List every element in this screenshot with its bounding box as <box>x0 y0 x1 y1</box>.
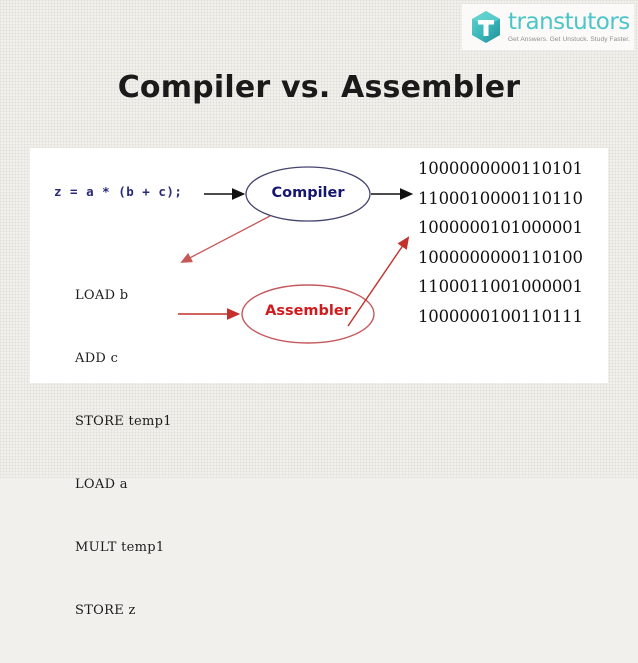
logo-tagline: Get Answers. Get Unstuck. Study Faster. <box>508 35 631 43</box>
page-title: Compiler vs. Assembler <box>117 70 521 105</box>
brand-logo: transtutors Get Answers. Get Unstuck. St… <box>462 4 634 50</box>
assembly-code-block: LOAD b ADD c STORE temp1 LOAD a MULT tem… <box>75 243 172 663</box>
assembly-line: LOAD b <box>75 288 129 303</box>
source-code-text: z = a * (b + c); <box>54 184 183 199</box>
binary-line: 1100011001000001 <box>418 277 583 296</box>
assembly-line: STORE temp1 <box>75 414 172 429</box>
assembler-node-label: Assembler <box>265 303 351 319</box>
compiler-node-label: Compiler <box>271 185 345 201</box>
diagram-connectors <box>178 166 414 344</box>
binary-line: 1000000100110111 <box>418 306 583 326</box>
arrow-compiler-to-assembly <box>180 215 271 263</box>
machine-code-block: 1000000000110101 1100010000110110 100000… <box>418 154 583 331</box>
compiler-node-shape <box>245 166 371 222</box>
assembly-line: ADD c <box>75 351 119 366</box>
assembly-line: MULT temp1 <box>75 540 165 555</box>
binary-line: 1000000101000001 <box>418 218 583 237</box>
assembler-node-shape <box>241 284 375 344</box>
slide-canvas: transtutors Get Answers. Get Unstuck. St… <box>0 0 638 618</box>
assembly-line: LOAD a <box>75 477 128 492</box>
logo-text-group: transtutors Get Answers. Get Unstuck. St… <box>508 8 631 44</box>
assembly-line: STORE z <box>75 603 136 618</box>
logo-wordmark: transtutors <box>508 8 630 35</box>
hexagon-t-icon <box>472 11 500 43</box>
binary-line: 1000000000110101 <box>418 159 583 178</box>
arrow-assembler-to-binary <box>347 236 410 327</box>
binary-line: 1000000000110100 <box>418 247 583 267</box>
diagram-panel: z = a * (b + c); LOAD b ADD c STORE temp… <box>30 148 608 618</box>
binary-line: 1100010000110110 <box>418 188 583 208</box>
